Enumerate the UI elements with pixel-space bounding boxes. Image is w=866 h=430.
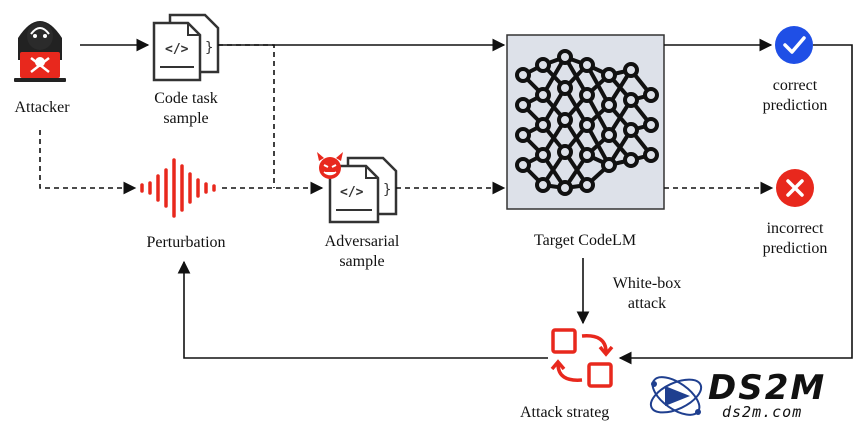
watermark-logo-icon: [649, 376, 703, 416]
svg-text:}: }: [383, 182, 391, 198]
devil-icon: [317, 152, 343, 179]
target-model-label: Target CodeLM: [533, 232, 637, 249]
code-task-sample-line-2: sample: [163, 110, 209, 127]
check-icon: [775, 26, 813, 64]
svg-text:</>: </>: [165, 42, 189, 57]
connectors: [39, 38, 853, 365]
adversarial-sample-line-2: sample: [339, 253, 385, 270]
white-box-attack-label: White-box attack: [592, 274, 702, 314]
attack-strategy-icon: [550, 328, 614, 388]
white-box-attack-line-1: White-box: [612, 275, 682, 292]
perturbation-label: Perturbation: [146, 234, 226, 251]
attack-strategy-label: Attack strateg: [520, 404, 610, 421]
incorrect-prediction-line-1: incorrect: [766, 220, 824, 237]
code-task-sample-line-1: Code task: [154, 90, 218, 107]
code-task-sample-label: Code task sample: [124, 89, 248, 129]
correct-prediction-line-2: prediction: [762, 97, 828, 114]
code-document-icon: </> }: [152, 13, 220, 82]
incorrect-prediction-label: incorrect prediction: [740, 219, 850, 259]
correct-prediction-line-1: correct: [772, 77, 818, 94]
correct-prediction-label: correct prediction: [740, 76, 850, 116]
adversarial-sample-label: Adversarial sample: [300, 232, 424, 272]
attacker-icon: [14, 21, 66, 82]
watermark-url: ds2m.com: [722, 403, 803, 421]
attacker-label: Attacker: [14, 99, 70, 116]
adversarial-sample-line-1: Adversarial: [324, 233, 400, 250]
incorrect-prediction-line-2: prediction: [762, 240, 828, 257]
svg-text:</>: </>: [340, 185, 364, 200]
white-box-attack-line-2: attack: [627, 295, 667, 312]
svg-text:}: }: [205, 40, 213, 56]
neural-network-icon: [506, 34, 665, 210]
waveform-icon: [140, 158, 216, 218]
adversarial-document-icon: </> }: [328, 156, 398, 224]
cross-icon: [776, 169, 814, 207]
watermark-brand: DS2M: [708, 368, 827, 408]
